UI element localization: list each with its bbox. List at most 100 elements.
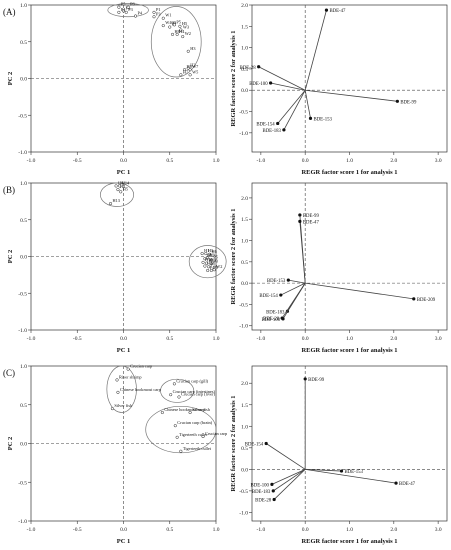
- x-tick-label: 0.0: [120, 336, 127, 342]
- x-tick-label: 1.0: [213, 336, 220, 342]
- vector-endpoint: [281, 317, 285, 321]
- vector-label: BDE-99: [308, 378, 325, 383]
- loading-vector: [299, 221, 306, 284]
- point-label: P3: [156, 11, 161, 16]
- data-point: [206, 256, 210, 260]
- data-point: [188, 68, 192, 72]
- vector-label: BDE-154: [245, 443, 264, 448]
- point-label: H6: [187, 64, 193, 69]
- data-point: [201, 260, 205, 264]
- y-tick-label: -0.5: [239, 302, 248, 308]
- y-tick-label: 0.5: [20, 403, 27, 409]
- data-point: [114, 184, 118, 188]
- y-axis-label: REGR factor score 2 for analysis 1: [230, 395, 237, 491]
- point-label: W2: [216, 264, 222, 269]
- y-tick-label: 0.0: [241, 281, 248, 287]
- point-label: Chinese hookmout carp: [164, 407, 205, 412]
- loading-vector: [282, 282, 306, 320]
- y-tick-label: -0.5: [239, 489, 248, 495]
- loading-vector: [273, 469, 306, 500]
- y-tick-label: 0.0: [20, 77, 27, 83]
- vector-label: BDE-154: [256, 122, 275, 127]
- point-label: Crucian carp (brain): [177, 420, 212, 425]
- point-label: River shrimp: [119, 374, 142, 379]
- point-label: P4: [210, 265, 215, 270]
- data-point: [205, 261, 209, 265]
- y-tick-label: -0.5: [18, 291, 27, 297]
- y-tick-label: 0.0: [241, 467, 248, 473]
- y-tick-label: 0.0: [241, 88, 248, 94]
- point-label: Crucian carp (liver): [181, 392, 215, 397]
- point-label: Silver fish: [192, 407, 211, 412]
- vector-label: BDE-99: [400, 100, 417, 105]
- data-point: [207, 252, 212, 256]
- point-label: P1: [156, 7, 161, 12]
- vector-label: BDE-28: [255, 498, 272, 503]
- data-point: [209, 262, 213, 266]
- loading-vector: [273, 469, 306, 492]
- x-tick-label: 1.0: [346, 527, 353, 533]
- x-tick-label: -1.0: [27, 158, 36, 164]
- data-point: [117, 5, 121, 9]
- y-tick-label: 0.0: [20, 255, 27, 261]
- point-label: P5: [213, 255, 218, 260]
- vector-label: BDE-183: [263, 129, 282, 134]
- vector-label: BDE-153: [345, 470, 364, 475]
- cluster-ellipse: [188, 245, 227, 279]
- y-tick-label: 0.5: [241, 260, 248, 266]
- panel-label: (A): [3, 7, 16, 17]
- y-tick-label: -1.0: [239, 131, 248, 137]
- cluster-ellipse: [150, 6, 202, 78]
- point-label: P3: [213, 258, 218, 263]
- vector-endpoint: [339, 469, 344, 473]
- point-label: W7: [192, 64, 199, 69]
- data-point: [110, 407, 114, 411]
- data-point: [209, 268, 213, 273]
- data-point: [188, 73, 192, 77]
- loading-vector: [304, 90, 311, 119]
- vector-label: BDE-47: [399, 482, 416, 487]
- data-point: [152, 10, 156, 14]
- data-point: [204, 252, 208, 256]
- data-point: [152, 15, 156, 19]
- point-label: H7: [183, 69, 189, 74]
- vector-label: BDE-100: [251, 483, 270, 488]
- vector-label: BDE-28: [263, 317, 280, 322]
- vector-label: BDE-99: [303, 214, 320, 219]
- x-tick-label: 1.0: [213, 158, 220, 164]
- x-tick-label: 0.0: [302, 527, 309, 533]
- y-tick-label: 0.0: [20, 442, 27, 448]
- point-label: H14: [122, 180, 130, 185]
- vector-label: BDE-209: [417, 298, 436, 303]
- vector-endpoint: [271, 489, 275, 493]
- y-tick-label: 1.5: [241, 24, 248, 30]
- vector-label: BDE-28: [240, 66, 257, 71]
- point-label: P8: [130, 2, 135, 7]
- vector-endpoint: [303, 377, 307, 381]
- y-tick-label: -0.5: [239, 110, 248, 116]
- point-label: Crucian carp: [205, 431, 227, 436]
- data-point: [179, 28, 183, 32]
- point-label: H9: [210, 252, 215, 257]
- y-axis-label: REGR factor score 2 for analysis 1: [230, 30, 237, 126]
- y-tick-label: -0.5: [18, 113, 27, 119]
- y-tick-label: 1.5: [241, 403, 248, 409]
- vector-label: BDE-47: [329, 9, 346, 14]
- loading-vector: [283, 90, 306, 131]
- data-point: [212, 268, 216, 272]
- vector-label: BDE-154: [259, 294, 278, 299]
- loading-vector: [305, 468, 397, 484]
- y-axis-label: PC 2: [7, 250, 14, 264]
- point-label: P3: [128, 7, 133, 12]
- vector-label: BDE-153: [314, 117, 333, 122]
- loading-vector: [280, 282, 306, 296]
- data-point: [160, 410, 164, 415]
- vector-label: BDE-153: [267, 279, 286, 284]
- point-label: H3: [190, 46, 195, 51]
- data-point: [177, 395, 181, 399]
- vector-endpoint: [324, 8, 329, 12]
- y-tick-label: 1.0: [241, 239, 248, 245]
- point-label: H5: [182, 21, 187, 26]
- point-label: P5: [121, 2, 126, 7]
- point-label: W1: [165, 13, 171, 18]
